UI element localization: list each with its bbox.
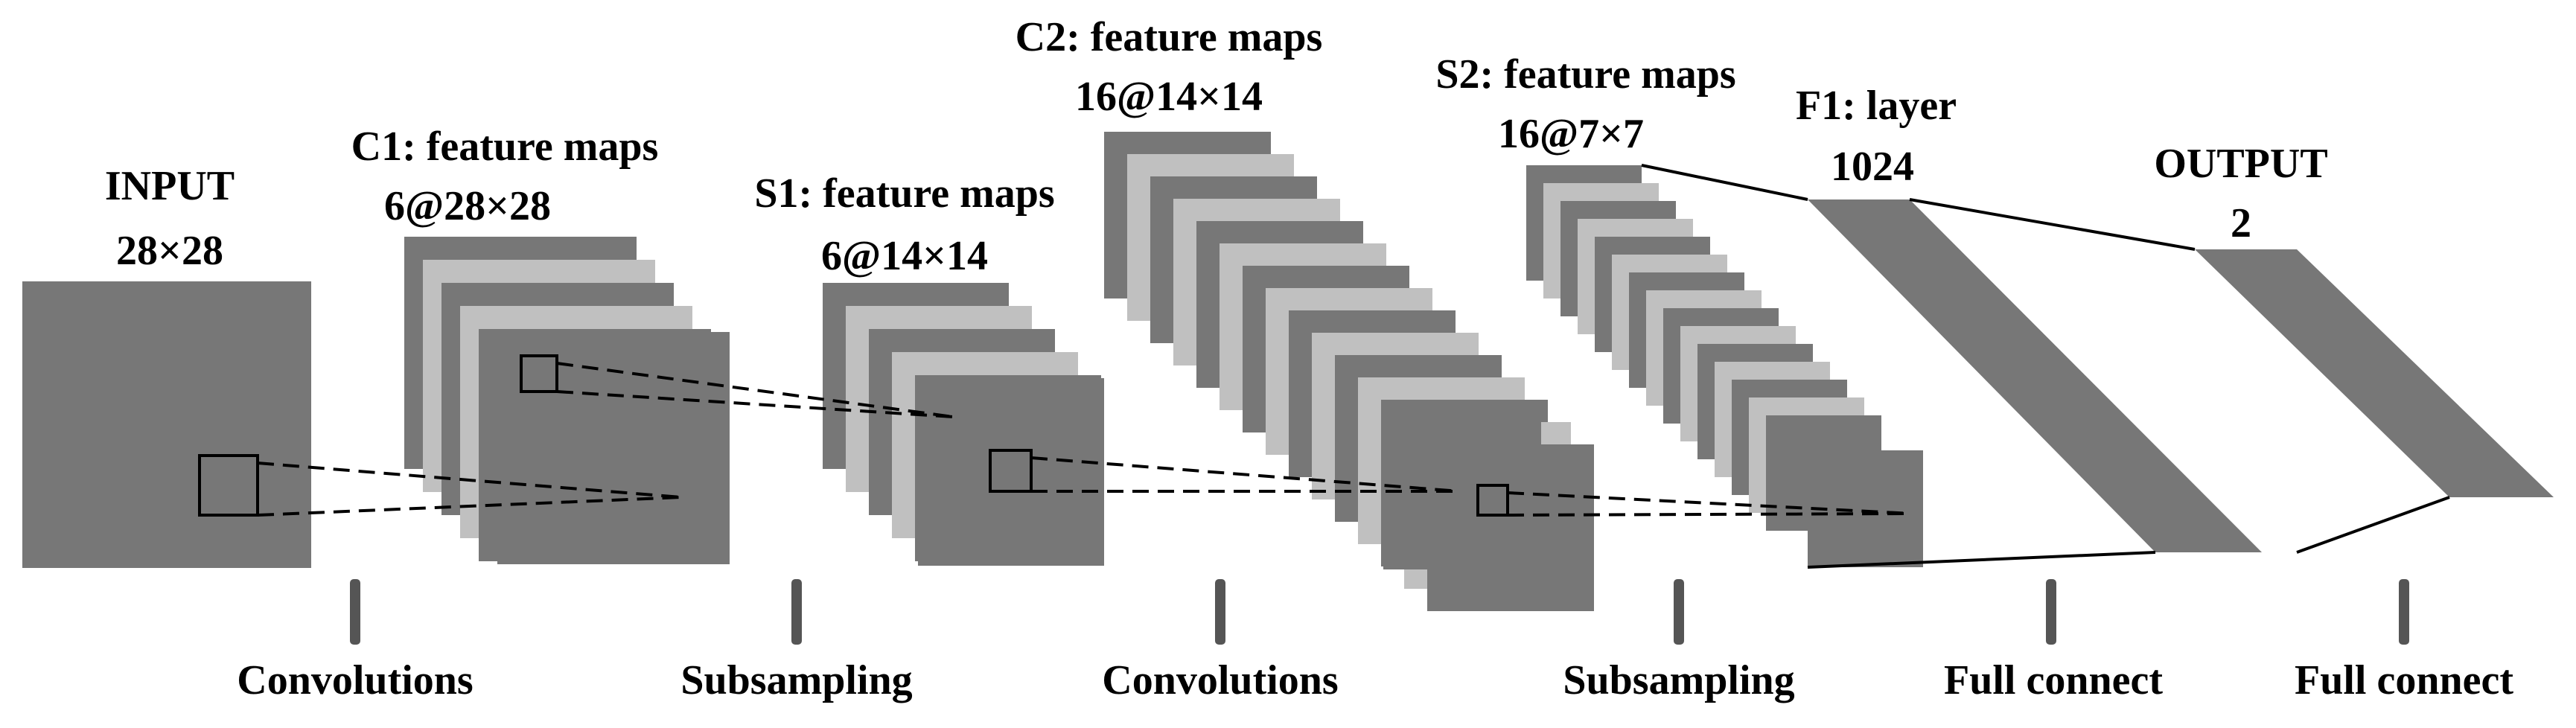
- c2-to-s2-bottom-dash: [1507, 512, 1913, 517]
- s2-size: 16@7×7: [1498, 111, 1644, 157]
- c1-feature-map-6: [497, 332, 730, 564]
- input-size: 28×28: [116, 228, 223, 274]
- c1-receptive-field: [520, 354, 558, 393]
- s1-size: 6@14×14: [821, 233, 988, 279]
- c1-to-s1-bottom-dash: [556, 390, 954, 418]
- operation-label-6: Full connect: [2295, 657, 2513, 703]
- f1-layer-band: [1808, 199, 2262, 552]
- s2-stack: [1526, 165, 1923, 567]
- s1-stack: [823, 283, 1104, 566]
- c2-receptive-field: [1476, 484, 1509, 517]
- input-layer: [22, 281, 311, 568]
- operation-tick-2: [791, 579, 802, 645]
- input-to-c1-bottom-dash: [257, 496, 682, 517]
- operation-tick-3: [1215, 579, 1225, 645]
- c1-title: C1: feature maps: [351, 124, 659, 170]
- f1-to-output-bottom-line: [2296, 496, 2450, 554]
- s2-title: S2: feature maps: [1435, 51, 1735, 98]
- layer-labels: INPUT 28×28 C1: feature maps 6@28×28 S1:…: [105, 14, 2328, 279]
- output-size: 2: [2231, 200, 2251, 246]
- f1-to-output-top-line: [1909, 198, 2196, 251]
- full-connect-lines: [1641, 164, 2450, 569]
- operation-ticks: [350, 579, 2409, 645]
- output-title: OUTPUT: [2154, 141, 2327, 187]
- operation-label-4: Subsampling: [1563, 657, 1794, 703]
- operation-label-3: Convolutions: [1102, 657, 1338, 703]
- c1-to-s1-top-dash: [556, 362, 954, 418]
- operation-label-1: Convolutions: [237, 657, 473, 703]
- s1-receptive-field: [989, 449, 1033, 493]
- operation-tick-4: [1674, 579, 1684, 645]
- s2-to-f1-top-line: [1641, 164, 1808, 201]
- operation-labels: Convolutions Subsampling Convolutions Su…: [237, 657, 2513, 703]
- c2-size: 16@14×14: [1075, 74, 1263, 120]
- operation-tick-1: [350, 579, 360, 645]
- projection-lines: [257, 362, 1913, 517]
- operation-tick-5: [2046, 579, 2056, 645]
- s2-to-f1-bottom-line: [1807, 551, 2156, 569]
- c2-stack: [1104, 132, 1594, 611]
- input-to-c1-top-dash: [257, 462, 682, 499]
- c2-to-s2-top-dash: [1507, 491, 1913, 515]
- input-receptive-field: [198, 454, 259, 517]
- input-title: INPUT: [105, 163, 235, 209]
- s1-to-c2-top-dash: [1030, 456, 1460, 493]
- output-layer-band: [2195, 249, 2554, 497]
- c1-stack: [404, 237, 730, 564]
- f1-title: F1: layer: [1796, 83, 1957, 129]
- s1-feature-map-6: [918, 378, 1104, 566]
- f1-size: 1024: [1831, 144, 1914, 190]
- c2-feature-map-16: [1383, 413, 1541, 569]
- operation-label-5: Full connect: [1944, 657, 2163, 703]
- c2-title: C2: feature maps: [1016, 14, 1323, 60]
- s1-title: S1: feature maps: [754, 170, 1054, 217]
- operation-tick-6: [2399, 579, 2409, 645]
- operation-label-2: Subsampling: [680, 657, 912, 703]
- c1-size: 6@28×28: [384, 183, 551, 229]
- input-map: [22, 281, 311, 568]
